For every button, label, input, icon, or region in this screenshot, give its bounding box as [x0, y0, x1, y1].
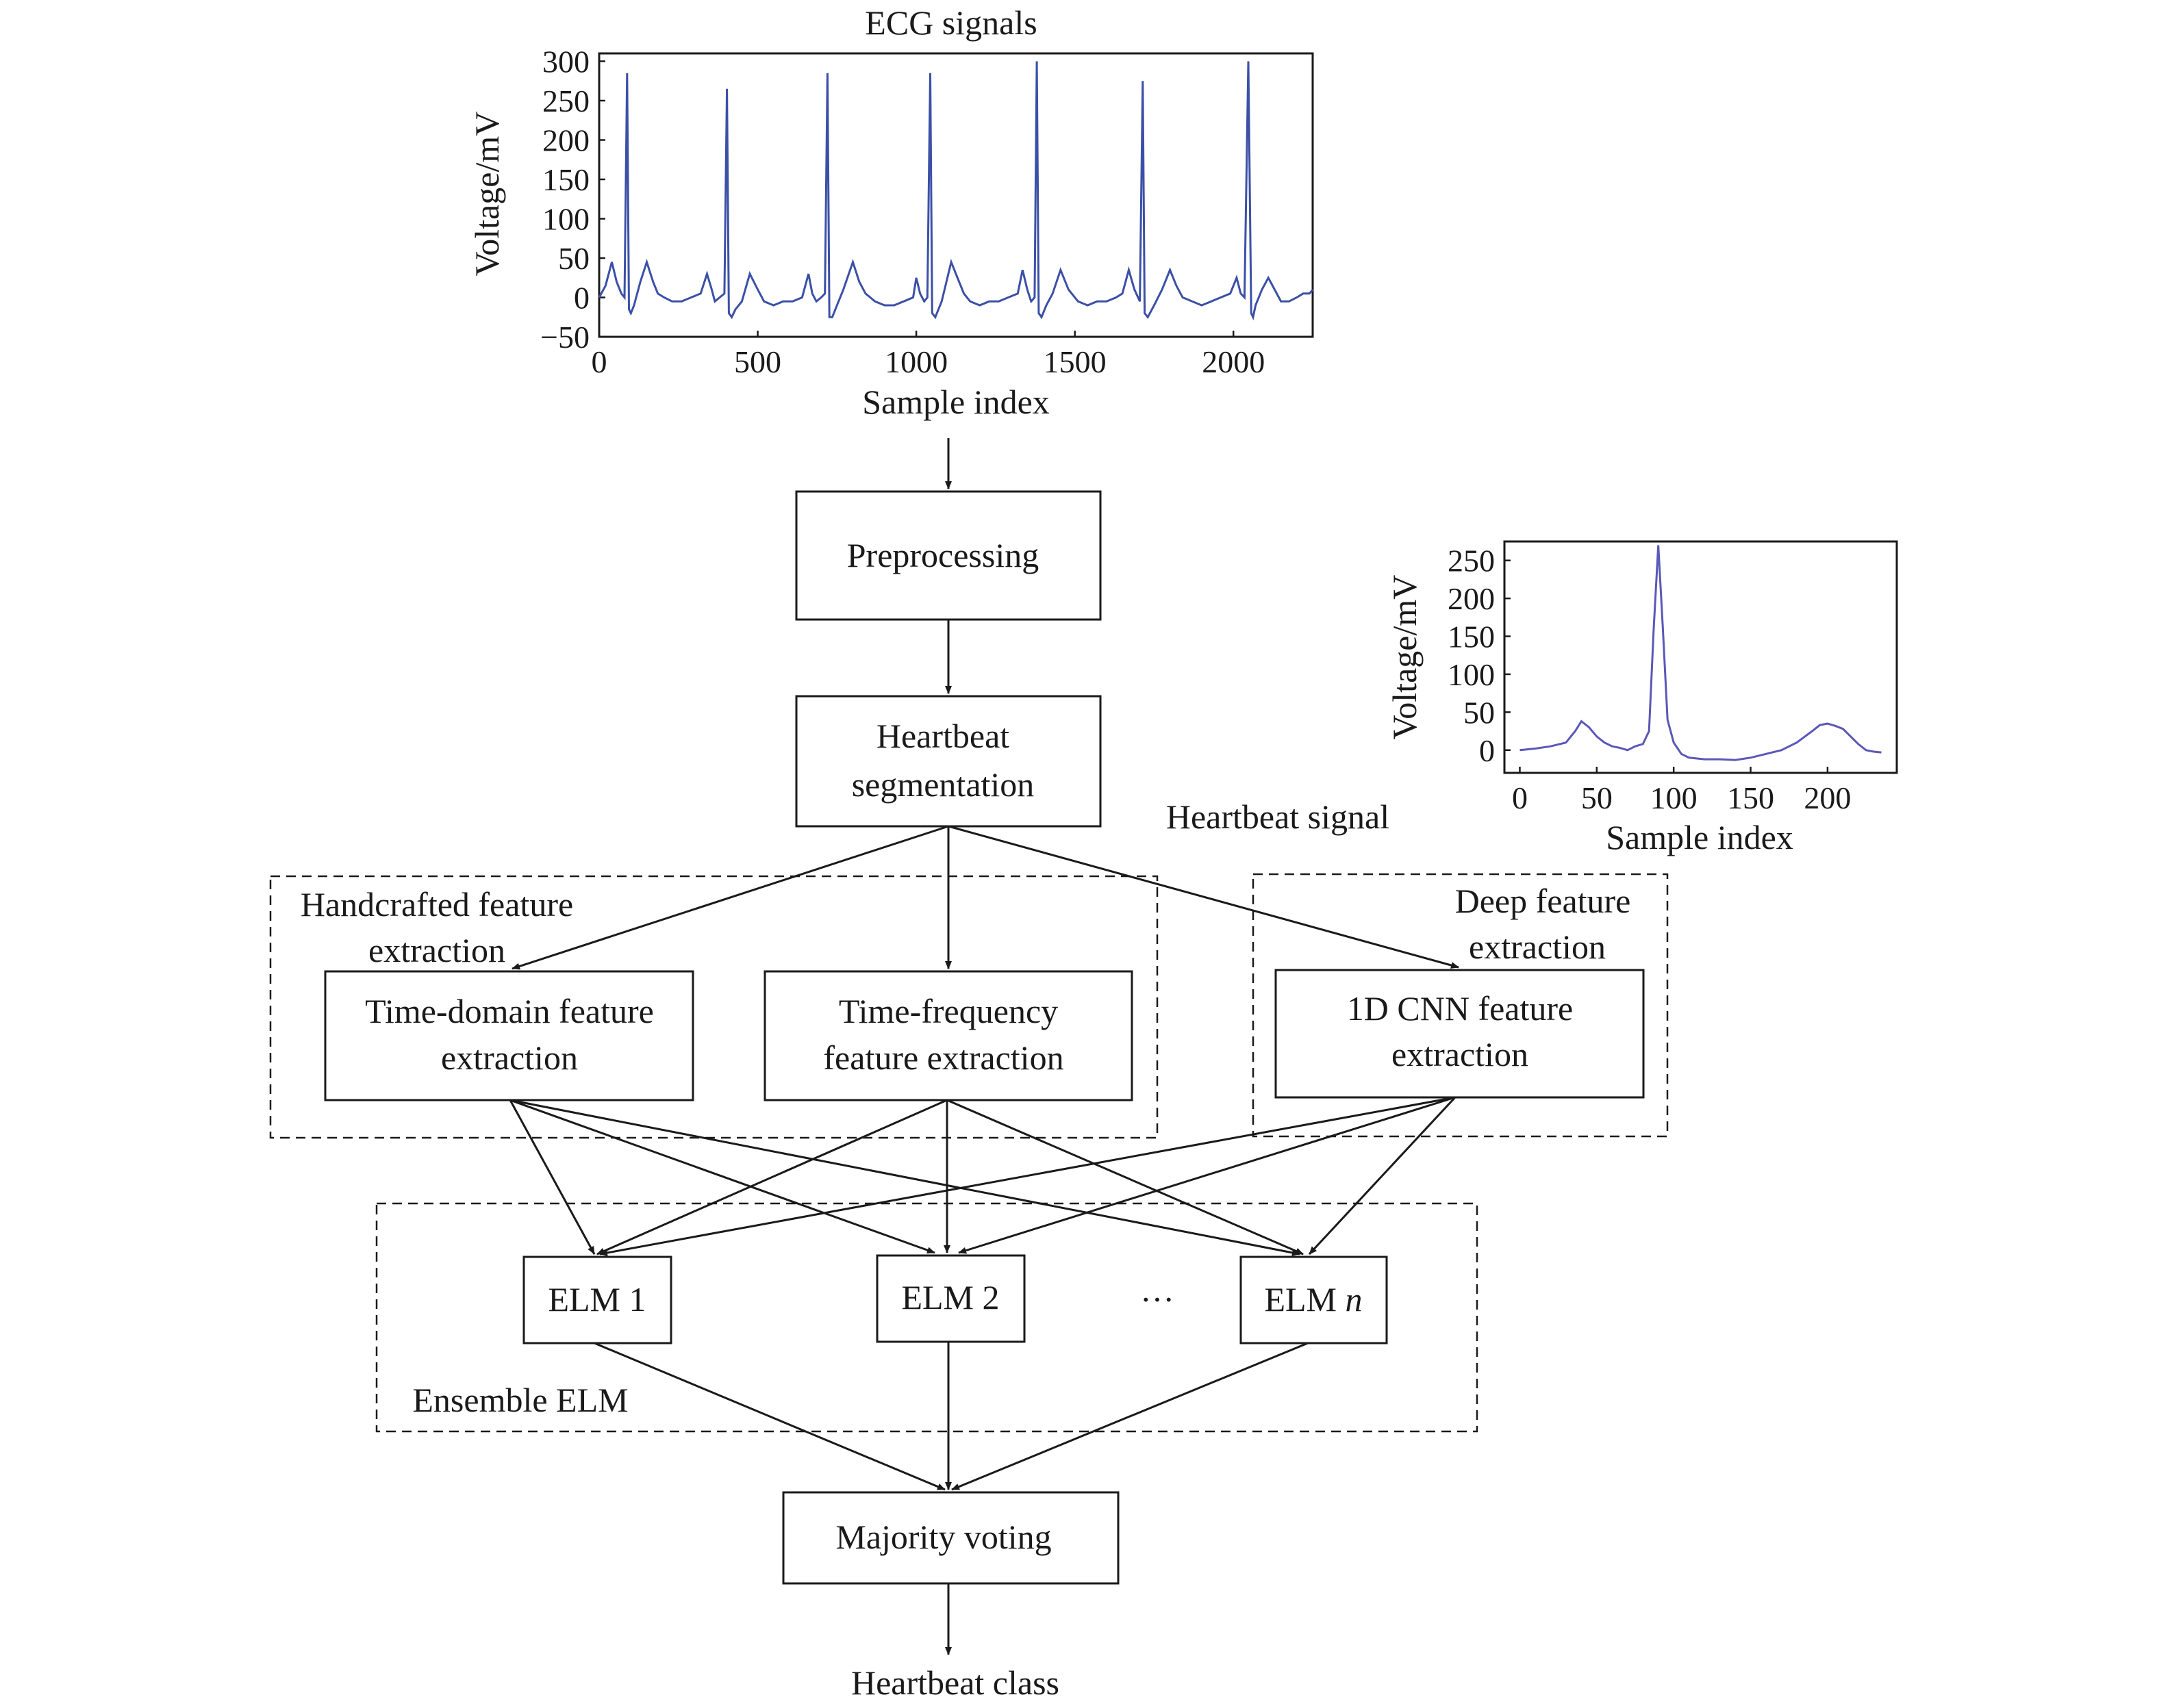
cnn-label-line1: 1D CNN feature [1347, 989, 1573, 1028]
heartbeat-x-axis-label: Sample index [1606, 818, 1793, 856]
heartbeat-x-tick-label: 50 [1581, 780, 1613, 815]
heartbeat-y-tick-label: 150 [1448, 620, 1495, 654]
heartbeat-x-tick-label: 200 [1804, 780, 1851, 815]
ecg-x-tick-label: 1500 [1044, 344, 1107, 379]
ecg-x-tick-label: 1000 [885, 344, 948, 379]
heartbeat-x-tick-label: 0 [1512, 780, 1528, 815]
ecg-y-tick-label: 150 [542, 162, 590, 197]
edge-cnn-to-elm2 [958, 1096, 1456, 1254]
handcrafted-group-label-line2: extraction [368, 931, 505, 969]
segmentation-label-line1: Heartbeat [876, 717, 1009, 755]
edges [509, 438, 1459, 1655]
node-elm-n: ELM n [1239, 1255, 1388, 1344]
time-frequency-box [764, 970, 1133, 1101]
ecg-x-ticks: 0 500 1000 1500 2000 [592, 331, 1265, 379]
ecg-y-ticks: 300 250 200 150 100 50 0 −50 [540, 44, 605, 355]
edge-segmentation-to-cnn [948, 825, 1459, 969]
ecg-x-axis-label: Sample index [862, 383, 1050, 421]
time-frequency-label-line2: feature extraction [823, 1038, 1063, 1077]
ecg-x-tick-label: 500 [734, 344, 781, 379]
time-domain-label-line2: extraction [441, 1038, 578, 1077]
ecg-x-tick-label: 0 [592, 344, 607, 379]
ensemble-group-label: Ensemble ELM [412, 1381, 628, 1419]
ecg-y-tick-label: 50 [558, 241, 590, 276]
heartbeat-series-line [1519, 545, 1882, 761]
ecg-y-tick-label: 300 [542, 44, 590, 79]
ecg-y-tick-label: 0 [574, 281, 590, 316]
cnn-label-line2: extraction [1391, 1035, 1528, 1073]
deep-group-label-line1: Deep feature [1455, 882, 1631, 920]
ensemble-elm-group [375, 1202, 1478, 1433]
node-heartbeat-segmentation: Heartbeat segmentation [795, 695, 1102, 828]
edge-time-domain-to-elmn [509, 1099, 1300, 1256]
ecg-y-tick-label: 200 [542, 123, 590, 158]
node-elm-2: ELM 2 [876, 1254, 1026, 1343]
cnn-box [1274, 969, 1645, 1099]
preprocessing-label: Preprocessing [847, 536, 1039, 574]
segmentation-label-line2: segmentation [852, 765, 1035, 804]
ecg-y-axis-label: Voltage/mV [468, 112, 506, 277]
heartbeat-x-ticks: 0 50 100 150 200 [1512, 767, 1851, 815]
heartbeat-y-tick-label: 50 [1463, 695, 1495, 730]
elm1-box [522, 1255, 672, 1344]
node-time-frequency-feature-extraction: Time-frequency feature extraction [764, 970, 1133, 1101]
edge-time-domain-to-elm2 [509, 1099, 935, 1254]
heartbeat-y-tick-label: 250 [1448, 544, 1495, 578]
heartbeat-x-tick-label: 150 [1727, 780, 1774, 815]
voting-label: Majority voting [835, 1518, 1051, 1556]
heartbeat-x-tick-label: 100 [1650, 780, 1698, 815]
edge-time-domain-to-elm1 [509, 1099, 596, 1255]
elmn-label: ELM n [1264, 1280, 1362, 1318]
node-1d-cnn-feature-extraction: 1D CNN feature extraction [1274, 969, 1645, 1099]
output-heartbeat-class: Heartbeat class [851, 1664, 1059, 1702]
elm-ellipsis: ··· [1140, 1280, 1174, 1318]
ecg-y-tick-label: −50 [540, 320, 590, 355]
edge-elmn-to-voting [951, 1342, 1309, 1491]
preprocessing-box [795, 490, 1102, 621]
time-domain-box [324, 970, 694, 1101]
elmn-label-prefix: ELM [1264, 1280, 1345, 1318]
edge-cnn-to-elm1 [599, 1096, 1456, 1256]
edge-elm1-to-voting [594, 1342, 946, 1491]
elm2-box [876, 1254, 1026, 1343]
time-frequency-label-line1: Time-frequency [839, 992, 1058, 1030]
elmn-label-variable: n [1346, 1280, 1363, 1318]
edge-time-frequency-to-elm1 [596, 1099, 948, 1255]
edge-time-frequency-to-elmn [946, 1099, 1304, 1255]
handcrafted-group-label-line1: Handcrafted feature [301, 885, 573, 923]
deep-group-label-line2: extraction [1469, 928, 1606, 966]
ecg-y-tick-label: 250 [542, 84, 590, 118]
node-majority-voting: Majority voting [782, 1491, 1120, 1585]
edge-cnn-to-elmn [1308, 1096, 1456, 1255]
heartbeat-plot-frame [1503, 540, 1898, 774]
node-time-domain-feature-extraction: Time-domain feature extraction [324, 970, 694, 1101]
ecg-plot-frame [598, 52, 1314, 338]
ecg-x-tick-label: 2000 [1202, 344, 1265, 379]
elm2-label: ELM 2 [901, 1278, 999, 1316]
handcrafted-feature-group [269, 875, 1159, 1139]
elm1-label: ELM 1 [548, 1280, 646, 1318]
time-domain-label-line1: Time-domain feature [365, 992, 654, 1030]
deep-feature-group [1252, 873, 1669, 1138]
heartbeat-signal-label: Heartbeat signal [1166, 798, 1389, 836]
ecg-chart-title: ECG signals [865, 3, 1037, 42]
heartbeat-y-tick-label: 100 [1448, 657, 1495, 692]
voting-box [782, 1491, 1120, 1585]
node-preprocessing: Preprocessing [795, 490, 1102, 621]
heartbeat-y-tick-label: 200 [1448, 581, 1495, 616]
segmentation-box [795, 695, 1102, 828]
ecg-y-tick-label: 100 [542, 202, 590, 237]
ecg-series-line [598, 61, 1314, 320]
node-elm-1: ELM 1 [522, 1255, 672, 1344]
edge-segmentation-to-time-domain [512, 825, 949, 970]
elmn-box [1239, 1255, 1388, 1344]
heartbeat-y-axis-label: Voltage/mV [1385, 575, 1424, 740]
heartbeat-y-tick-label: 0 [1479, 733, 1495, 768]
